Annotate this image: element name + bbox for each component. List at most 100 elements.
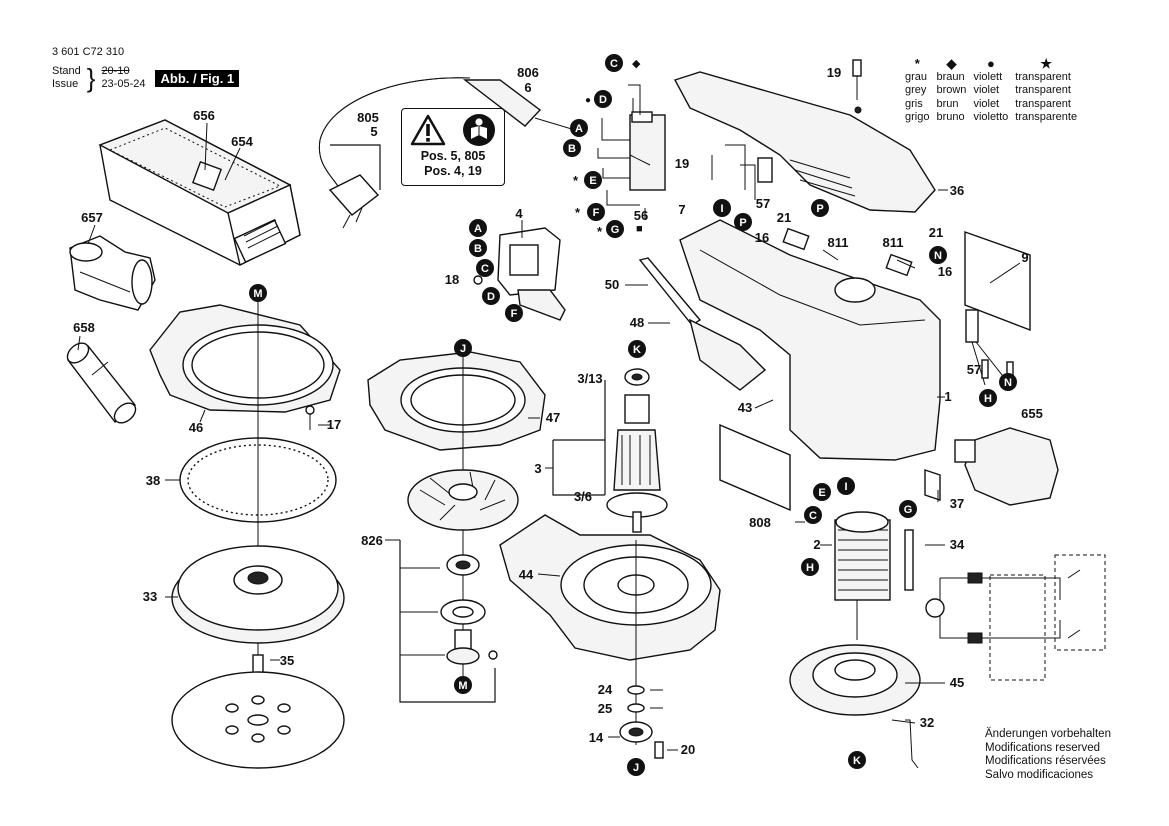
callout-D-switch: D	[482, 287, 500, 305]
svg-text:J: J	[460, 343, 466, 355]
legend-cell: transparente	[1015, 111, 1078, 123]
callout-J-bottom: J	[627, 758, 645, 776]
armature-3	[606, 368, 668, 533]
star-marker: *	[575, 205, 581, 220]
label-34: 34	[950, 537, 965, 552]
svg-text:K: K	[853, 755, 861, 767]
washers	[619, 685, 653, 743]
bearing-set	[440, 554, 486, 665]
label-57-right: 57	[967, 362, 981, 377]
legend-cell: transparent	[1015, 70, 1071, 83]
warning-box: Pos. 5, 805 Pos. 4, 19	[401, 108, 505, 186]
label-1: 1	[944, 389, 951, 404]
label-806: 806	[517, 65, 539, 80]
modifications-note: Änderungen vorbehalten Modifications res…	[985, 728, 1111, 782]
callout-I-coil: I	[837, 477, 855, 495]
svg-text:G: G	[611, 224, 620, 236]
label-48: 48	[630, 315, 644, 330]
mods-line-fr: Modifications réservées	[985, 755, 1106, 767]
label-811-right: 811	[883, 235, 904, 250]
svg-text:J: J	[633, 762, 639, 774]
mods-line-es: Salvo modificaciones	[985, 768, 1094, 781]
dust-box-654	[98, 119, 301, 267]
label-654: 654	[231, 134, 253, 149]
label-57-top: 57	[756, 196, 770, 211]
legend-cell: grigo	[905, 111, 930, 123]
callout-C-coil: C	[804, 506, 822, 524]
legend-cell: violett	[973, 70, 1003, 83]
callout-F-switch: F	[505, 304, 523, 322]
label-25: 25	[598, 701, 612, 716]
svg-text:P: P	[739, 217, 746, 229]
svg-text:K: K	[633, 344, 641, 356]
warning-line-2: Pos. 4, 19	[424, 164, 482, 178]
legend-cell: transparent	[1015, 97, 1071, 110]
callout-G-coil: G	[899, 500, 917, 518]
label-4: 4	[515, 206, 523, 221]
label-826: 826	[361, 533, 383, 548]
callout-I-top: I	[713, 199, 731, 217]
read-manual-icon	[463, 114, 495, 146]
label-36: 36	[950, 183, 964, 198]
cable-plug-655	[924, 427, 1059, 506]
legend-row-en: grey brown violet transparent	[905, 84, 1084, 98]
motor-housing-1	[679, 219, 941, 461]
callout-P-top: P	[734, 213, 752, 231]
svg-text:C: C	[481, 263, 489, 275]
legend-cell: brun	[936, 97, 959, 110]
label-16-right: 16	[938, 264, 952, 279]
base-46	[149, 304, 341, 413]
label-47: 47	[546, 410, 560, 425]
field-coil-2	[834, 511, 891, 601]
legend-cell: transparent	[1015, 84, 1071, 96]
legend-row-it: grigo bruno violetto transparente	[905, 111, 1084, 125]
svg-text:P: P	[816, 203, 823, 215]
legend-row-de: grau braun violett transparent	[905, 71, 1084, 85]
legend-cell: bruno	[936, 111, 965, 123]
callout-N-right: N	[999, 373, 1017, 391]
housing-44	[499, 514, 721, 661]
label-38: 38	[146, 473, 160, 488]
callout-H-right: H	[979, 389, 997, 407]
callout-N-top: N	[929, 246, 947, 264]
svg-text:G: G	[904, 504, 913, 516]
callout-C-switch: C	[476, 259, 494, 277]
svg-text:N: N	[934, 250, 942, 262]
part-code: 3 601 C72 310	[52, 46, 125, 58]
label-6: 6	[524, 80, 531, 95]
issue-value: 23-05-24	[101, 78, 146, 90]
label-24: 24	[598, 682, 613, 697]
svg-text:C: C	[610, 58, 618, 70]
label-16-left: 16	[755, 230, 769, 245]
label-3: 3	[534, 461, 541, 476]
svg-text:C: C	[809, 510, 817, 522]
sanding-disc	[171, 671, 345, 769]
callout-E-top: E	[584, 171, 602, 189]
svg-text:D: D	[487, 291, 495, 303]
stand-label: Stand	[52, 65, 81, 77]
label-18: 18	[445, 272, 459, 287]
bracket-48	[688, 318, 767, 391]
label-20: 20	[681, 742, 695, 757]
svg-text:A: A	[474, 223, 482, 235]
label-9: 9	[1021, 250, 1028, 265]
wiring-diagram	[925, 554, 1106, 681]
callout-D-top: D	[594, 90, 612, 108]
diamond-marker: ◆	[632, 58, 641, 70]
label-50: 50	[605, 277, 619, 292]
svg-text:F: F	[511, 308, 518, 320]
legend-cell: grey	[905, 84, 927, 96]
label-3-13: 3/13	[577, 371, 602, 386]
fan-826	[407, 469, 519, 531]
label-17: 17	[327, 417, 341, 432]
star-marker: *	[597, 224, 603, 239]
label-46: 46	[189, 420, 203, 435]
stand-value: 20-10	[101, 65, 130, 77]
label-44: 44	[519, 567, 534, 582]
label-21-right: 21	[929, 225, 943, 240]
rod-50	[638, 257, 702, 326]
bottom-ring-45	[789, 644, 921, 716]
callout-H-coil: H	[801, 558, 819, 576]
callout-P-right: P	[811, 199, 829, 217]
svg-text:D: D	[599, 94, 607, 106]
